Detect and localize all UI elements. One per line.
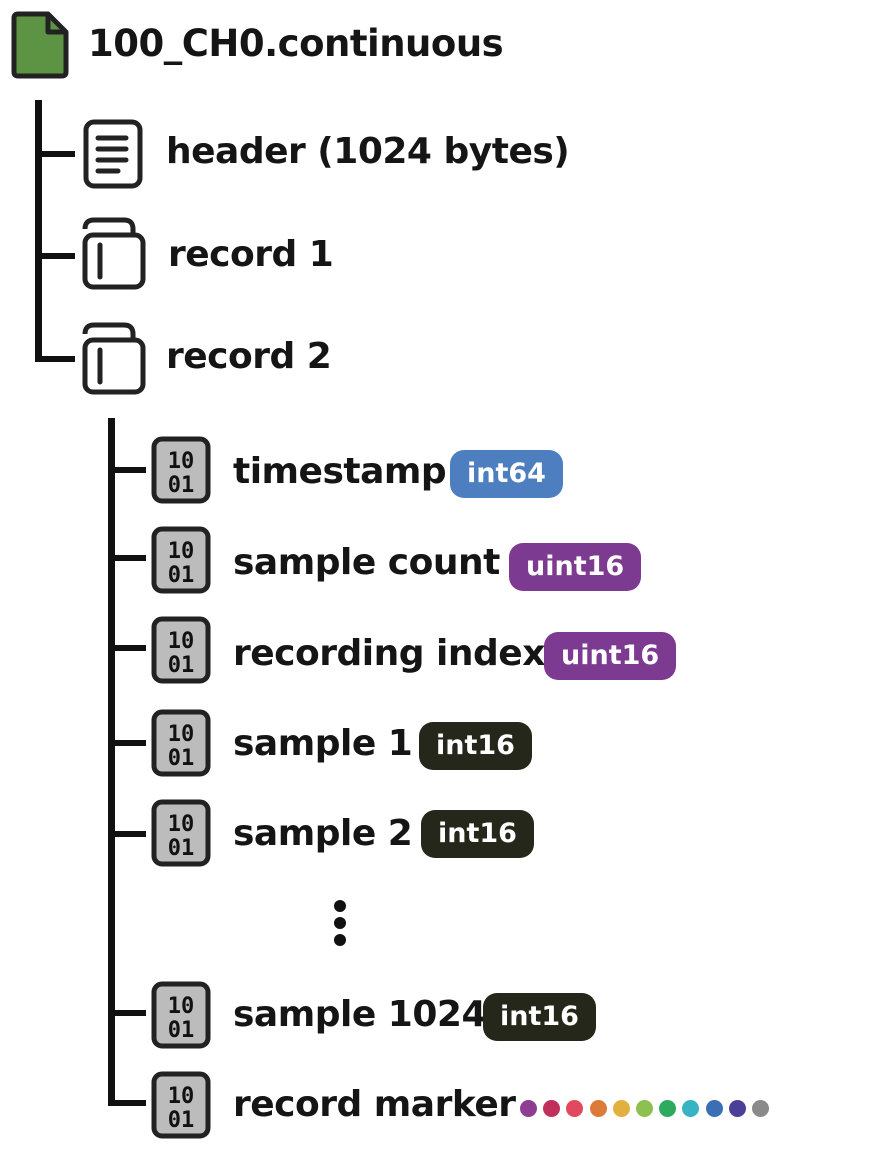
binary-icon: 10 01: [151, 616, 211, 684]
type-badge-uint16: uint16: [509, 543, 642, 591]
svg-text:01: 01: [168, 746, 195, 771]
ellipsis-dot: [334, 934, 346, 946]
folder-icon: [82, 322, 146, 395]
root-file-name: 100_CH0.continuous: [88, 22, 504, 65]
svg-text:01: 01: [168, 473, 195, 498]
sample-count-label: sample count: [233, 542, 500, 583]
tree-branch-timestamp: [108, 467, 146, 473]
document-icon: [83, 119, 143, 189]
type-badge-int16: int16: [483, 993, 596, 1041]
svg-text:01: 01: [168, 836, 195, 861]
binary-icon: 10 01: [151, 1071, 211, 1139]
svg-text:10: 10: [168, 722, 195, 747]
svg-text:10: 10: [168, 629, 195, 654]
svg-text:01: 01: [168, 653, 195, 678]
tree-branch-sample-count: [108, 555, 146, 561]
type-badge-int16: int16: [421, 810, 534, 858]
record-marker-dot: [705, 1100, 723, 1117]
svg-text:01: 01: [168, 1018, 195, 1043]
tree-branch-header: [35, 151, 75, 157]
tree-branch-sample-1024: [108, 1010, 146, 1016]
header-label: header (1024 bytes): [166, 131, 570, 172]
record-marker-label: record marker: [233, 1084, 516, 1125]
svg-text:01: 01: [168, 563, 195, 588]
sample-1024-label: sample 1024: [233, 994, 487, 1035]
record-marker-dot: [589, 1100, 607, 1117]
svg-text:10: 10: [168, 1084, 195, 1109]
type-badge-int16: int16: [419, 722, 532, 770]
folder-icon: [82, 217, 146, 290]
tree-branch-recording-index: [108, 645, 146, 651]
ellipsis-dot: [334, 917, 346, 929]
svg-text:10: 10: [168, 539, 195, 564]
tree-branch-sample-2: [108, 831, 146, 837]
record-marker-dot: [520, 1100, 537, 1117]
sample-1-label: sample 1: [233, 723, 413, 764]
svg-text:10: 10: [168, 449, 195, 474]
tree-branch-sample-1: [108, 740, 146, 746]
sample-2-label: sample 2: [233, 813, 413, 854]
file-icon: [11, 11, 69, 79]
record-marker-dot: [728, 1100, 746, 1117]
timestamp-label: timestamp: [233, 451, 447, 492]
record-marker-dot: [612, 1100, 630, 1117]
tree-branch-record-1: [35, 253, 75, 259]
record-marker-dot: [636, 1100, 653, 1117]
binary-icon: 10 01: [151, 981, 211, 1049]
recording-index-label: recording index: [233, 633, 545, 674]
record-marker-dot: [682, 1100, 700, 1117]
svg-text:10: 10: [168, 812, 195, 837]
tree-branch-record-2: [35, 356, 75, 362]
type-badge-uint16: uint16: [544, 632, 677, 680]
record-marker-dot: [659, 1100, 677, 1117]
binary-icon: 10 01: [151, 526, 211, 594]
tree-line-root: [35, 100, 42, 362]
tree-branch-record-marker: [108, 1100, 146, 1106]
svg-text:01: 01: [168, 1108, 195, 1133]
record-marker-dot: [566, 1100, 584, 1117]
record-2-label: record 2: [166, 336, 332, 377]
record-marker-dot: [752, 1100, 769, 1117]
tree-line-record-2: [108, 418, 115, 1106]
record-1-label: record 1: [168, 234, 334, 275]
binary-icon: 10 01: [151, 709, 211, 777]
record-marker-dot: [543, 1100, 561, 1117]
type-badge-int64: int64: [450, 450, 563, 498]
binary-icon: 10 01: [151, 436, 211, 504]
ellipsis-dot: [334, 900, 346, 912]
svg-text:10: 10: [168, 994, 195, 1019]
binary-icon: 10 01: [151, 799, 211, 867]
